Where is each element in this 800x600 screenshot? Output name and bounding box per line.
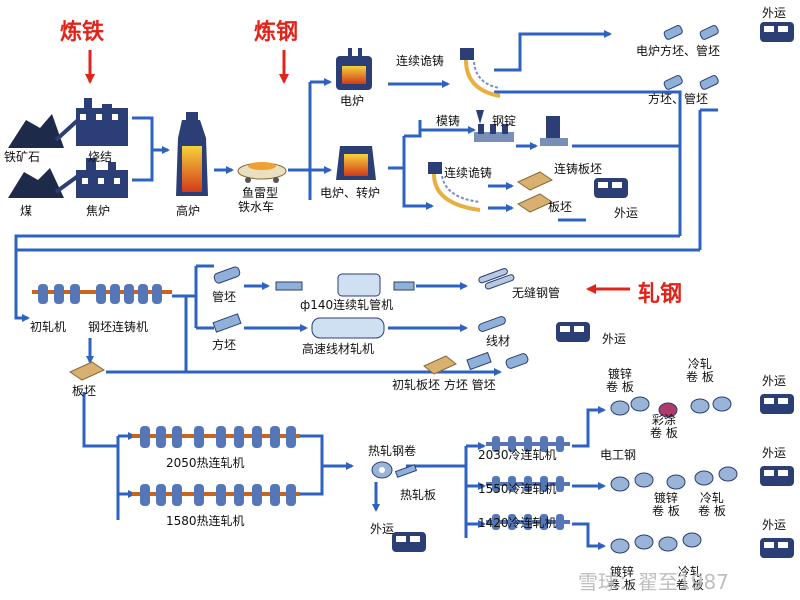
hot-strip-mill-1580-icon [132, 484, 300, 506]
label-ingot-casting: 模铸 [436, 114, 461, 128]
ironmaking-flow [132, 78, 332, 200]
label-torpedo-car-1: 鱼雷型 [242, 186, 279, 200]
cold-top-line1: 冷轧 [687, 357, 712, 371]
label-cold-bottom: 冷轧卷 板 [676, 566, 704, 592]
train-icons [392, 22, 794, 558]
label-cold-2030: 2030冷连轧机 [478, 448, 557, 462]
color-line1: 彩涂 [651, 413, 676, 427]
label-export-r1: 外运 [762, 374, 787, 388]
label-color-coated: 彩涂卷 板 [650, 414, 678, 440]
header-arrows [85, 50, 630, 294]
label-cold-1420: 1420冷连轧机 [478, 516, 557, 530]
label-tube-billet: 管坯 [212, 290, 237, 304]
coal-pile-icon [8, 168, 64, 198]
slab-pieces-icon [516, 171, 554, 213]
label-steel-ingot: 钢锭 [492, 114, 517, 128]
wire-mill-icon [311, 317, 385, 339]
continuous-caster-mid-icon [428, 162, 481, 212]
coil-products-icon [610, 396, 738, 554]
header-steelmaking: 炼钢 [254, 20, 299, 45]
cold-mid-line1: 冷轧 [699, 491, 724, 505]
galv-bottom-line2: 卷 板 [608, 578, 636, 592]
eaf-top-icon [336, 48, 372, 90]
cold-top-line2: 卷 板 [686, 370, 714, 384]
label-export-r3: 外运 [762, 518, 787, 532]
label-sintering: 烧结 [88, 150, 113, 164]
label-coal: 煤 [20, 204, 33, 218]
label-tube-mill: ф140连续轧管机 [300, 298, 394, 312]
label-slab-left: 板坯 [72, 384, 97, 398]
label-hsm-2050: 2050热连轧机 [166, 456, 245, 470]
label-iron-ore: 铁矿石 [4, 150, 41, 164]
label-continuous-casting-top: 连续诡铸 [396, 54, 445, 68]
label-cc-slab: 连铸板坯 [554, 162, 603, 176]
watermark: 雪球：翟至1987 [578, 570, 729, 594]
label-eaf-converter: 电炉、转炉 [320, 186, 381, 200]
label-export-r2: 外运 [762, 446, 787, 460]
billets-top-icon [663, 25, 719, 90]
label-blast-furnace: 高炉 [176, 204, 201, 218]
label-continuous-casting-mid: 连续诡铸 [444, 166, 493, 180]
sintering-plant-icon [54, 98, 128, 146]
label-galv-mid: 镀锌卷 板 [652, 492, 680, 518]
galv-mid-line2: 卷 板 [652, 504, 680, 518]
label-export-top: 外运 [762, 6, 787, 20]
primary-mill-icon [32, 284, 172, 304]
cold-mid-line2: 卷 板 [698, 504, 726, 518]
converter-icon [336, 146, 376, 180]
label-slab-mid: 板坯 [548, 200, 573, 214]
cold-bottom-line1: 冷轧 [677, 565, 702, 579]
color-line2: 卷 板 [650, 426, 678, 440]
label-coking: 焦炉 [86, 204, 111, 218]
cc-slab-machine-icon [540, 116, 568, 146]
header-ironmaking: 炼铁 [60, 20, 105, 45]
label-billet-caster: 钢坯连铸机 [88, 320, 149, 334]
iron-ore-pile-icon [8, 114, 64, 148]
label-hsm-1580: 1580热连轧机 [166, 514, 245, 528]
label-primary-mill: 初轧机 [30, 320, 67, 334]
label-galv-top: 镀锌卷 板 [606, 368, 634, 394]
label-eaf-top: 电炉 [340, 94, 365, 108]
label-cold-mid: 冷轧卷 板 [698, 492, 726, 518]
ingot-molds-icon [474, 110, 514, 142]
label-torpedo-car-2: 铁水车 [238, 200, 275, 214]
label-export-rolling: 外运 [602, 332, 627, 346]
cold-bottom-line2: 卷 板 [676, 578, 704, 592]
label-galv-bottom: 镀锌卷 板 [608, 566, 636, 592]
tube-mill-icon [275, 273, 415, 297]
label-seamless-pipe: 无缝钢管 [512, 286, 561, 300]
label-square-billet: 方坯 [212, 338, 237, 352]
label-wire-rod: 线材 [486, 334, 511, 348]
label-billet-tube: 方坯、管坯 [648, 92, 709, 106]
galv-top-line2: 卷 板 [606, 380, 634, 394]
label-hot-coil: 热轧钢卷 [368, 444, 417, 458]
coke-oven-icon [54, 158, 128, 198]
label-cold-1550: 1550冷连轧机 [478, 482, 557, 496]
label-electrical-steel: 电工钢 [600, 448, 637, 462]
galv-bottom-line1: 镀锌 [609, 565, 634, 579]
blast-furnace-icon [176, 112, 208, 196]
hot-strip-mill-2050-icon [132, 426, 300, 448]
label-export-mid: 外运 [614, 206, 639, 220]
label-eaf-billet-tube: 电炉方坯、管坯 [636, 44, 721, 58]
rolled-products-icon [68, 266, 529, 381]
steelmaking-flow [14, 30, 718, 322]
label-export-bottom: 外运 [370, 522, 395, 536]
label-wire-mill: 高速线材轧机 [302, 342, 375, 356]
label-cold-top: 冷轧卷 板 [686, 358, 714, 384]
label-primary-products: 初轧板坯 方坯 管坯 [392, 378, 496, 392]
cold-mills-icon [486, 436, 570, 530]
torpedo-car-icon [237, 162, 287, 183]
header-rolling: 轧钢 [638, 282, 683, 307]
label-hot-plate: 热轧板 [400, 488, 437, 502]
continuous-caster-top-icon [460, 48, 501, 98]
galv-top-line1: 镀锌 [607, 367, 632, 381]
galv-mid-line1: 镀锌 [653, 491, 678, 505]
hot-coil-icon [371, 461, 418, 479]
